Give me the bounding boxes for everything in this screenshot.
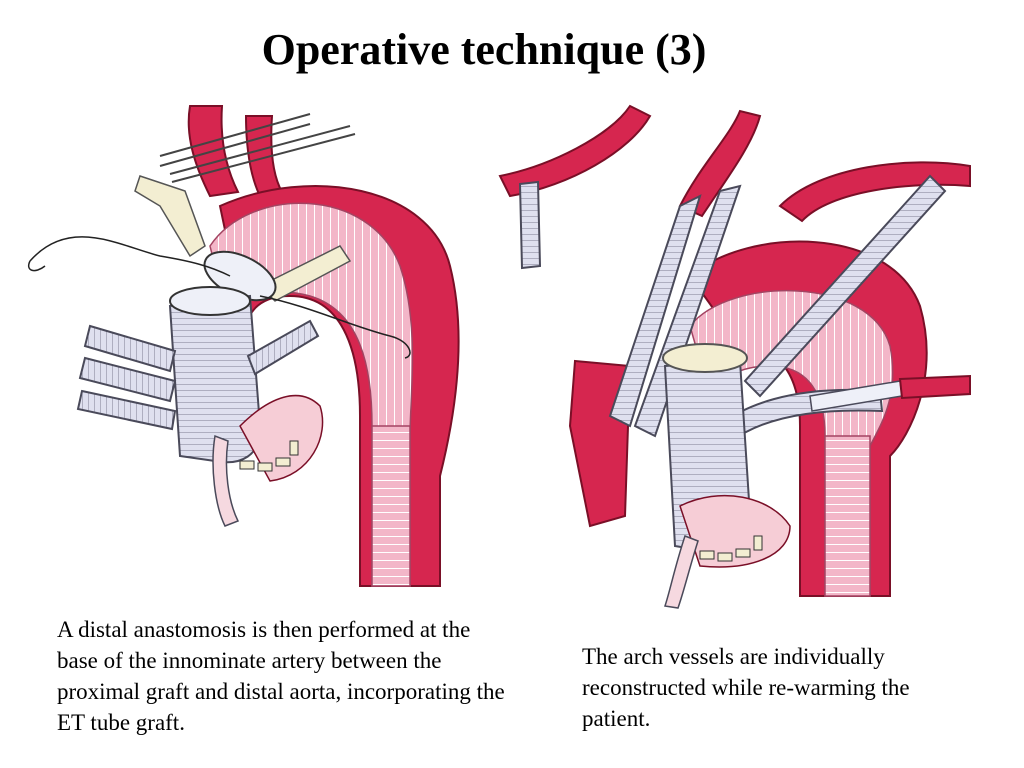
graft-descending: [371, 425, 411, 587]
drain-tube: [212, 434, 240, 527]
caption-right: The arch vessels are individually recons…: [582, 644, 910, 731]
illustration-distal-anastomosis: [28, 105, 460, 587]
vascular-clamps: [159, 113, 356, 183]
slide-title: Operative technique (3): [261, 25, 707, 74]
caption-left: A distal anastomosis is then performed a…: [57, 617, 505, 735]
graft-collar: [662, 343, 748, 373]
pledget-sutures: [239, 440, 299, 472]
head-vessel-right: [244, 115, 284, 198]
et-tube-opening: [169, 286, 251, 316]
tissue-flap: [239, 394, 324, 482]
pledget-sutures: [699, 535, 763, 562]
side-branch-tubes: [76, 319, 320, 431]
suture-lines: [28, 236, 411, 359]
branch-tube-grafts: [518, 174, 947, 468]
clamp-strap-top: [134, 175, 206, 258]
tissue-flap: [679, 494, 791, 568]
vessel-right: [778, 161, 971, 223]
illustration-arch-reconstruction: [498, 104, 971, 609]
vessel-cannula-red: [898, 374, 971, 400]
graft-descending: [824, 435, 871, 597]
drain-tube: [664, 535, 699, 609]
vessel-left: [498, 104, 652, 198]
